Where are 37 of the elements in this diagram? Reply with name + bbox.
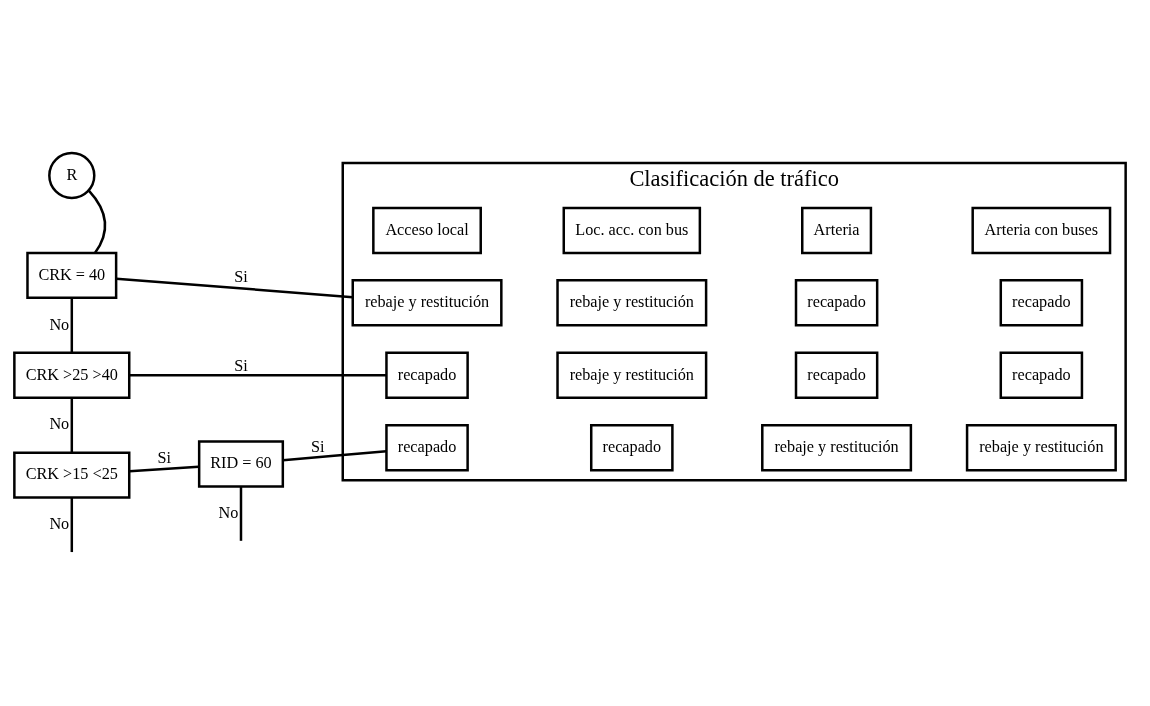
node-box: RID = 60	[197, 440, 285, 488]
connector	[70, 397, 74, 453]
edge-label: No	[49, 515, 70, 534]
node-box: recapado	[794, 279, 879, 327]
node-box: recapado	[385, 351, 469, 399]
edge-label: Si	[157, 449, 171, 468]
node-box: rebaje y restitución	[556, 351, 708, 399]
node-box: CRK >15 <25	[13, 451, 131, 499]
node-box: recapado	[999, 351, 1084, 399]
node-box: Acceso local	[372, 206, 482, 255]
node-box: rebaje y restitución	[351, 279, 503, 327]
connector	[70, 497, 74, 553]
connector	[87, 189, 107, 254]
edge-label: Si	[234, 268, 248, 287]
node-box: recapado	[385, 423, 469, 472]
node-box: Loc. acc. con bus	[562, 206, 702, 255]
node-box: Arteria	[801, 206, 873, 255]
node-box: Arteria con buses	[971, 206, 1112, 255]
edge-label: No	[218, 503, 239, 522]
node-circle: R	[48, 151, 96, 200]
connector	[129, 465, 199, 473]
edge-label: No	[49, 315, 70, 334]
edge-label: No	[49, 415, 70, 434]
connector	[239, 486, 243, 541]
connector	[282, 449, 387, 462]
edge-label: Si	[311, 437, 325, 456]
node-box: CRK = 40	[26, 251, 118, 300]
node-box: rebaje y restitución	[761, 423, 913, 472]
node-box: CRK >25 >40	[13, 351, 131, 399]
node-box: recapado	[999, 279, 1084, 327]
node-box: rebaje y restitución	[965, 423, 1117, 472]
node-box: recapado	[590, 423, 674, 472]
node-box: rebaje y restitución	[556, 279, 708, 327]
connector	[70, 297, 74, 353]
node-box: recapado	[794, 351, 879, 399]
edge-label: Si	[234, 356, 248, 375]
connector	[129, 374, 387, 377]
